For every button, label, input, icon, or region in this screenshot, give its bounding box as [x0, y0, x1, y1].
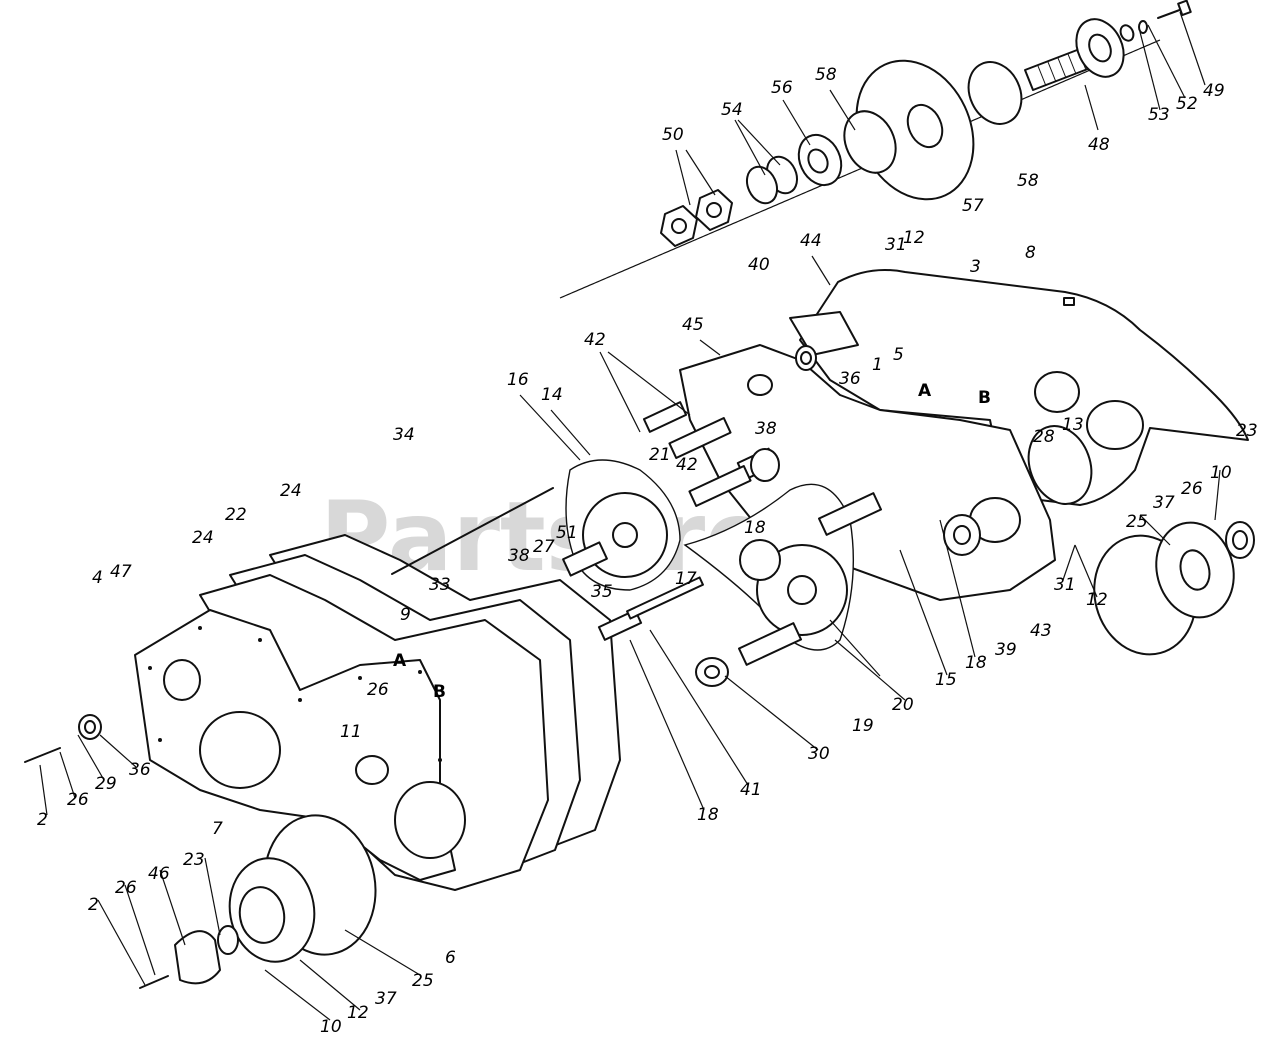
part-callout-2: 2: [88, 895, 99, 915]
part-callout-31: 31: [885, 235, 907, 255]
part-callout-45: 45: [682, 315, 704, 335]
part-callout-20: 20: [892, 695, 914, 715]
part-callout-18: 18: [965, 653, 987, 673]
part-callout-A: A: [918, 381, 932, 401]
part-callout-50: 50: [662, 125, 684, 145]
part-callout-A: A: [393, 651, 407, 671]
part-callout-10: 10: [320, 1017, 342, 1037]
part-callout-26: 26: [67, 790, 89, 810]
part-callout-18: 18: [744, 518, 766, 538]
part-callout-42: 42: [584, 330, 606, 350]
part-callout-35: 35: [591, 582, 613, 602]
right-cover-plate: [799, 269, 1249, 506]
part-callout-22: 22: [225, 505, 247, 525]
part-callout-26: 26: [367, 680, 389, 700]
part-callout-11: 11: [340, 722, 362, 742]
part-callout-48: 48: [1088, 135, 1110, 155]
part-callout-38: 38: [508, 546, 530, 566]
part-callout-58: 58: [1017, 171, 1039, 191]
part-callout-36: 36: [839, 369, 861, 389]
part-callout-26: 26: [1181, 479, 1203, 499]
part-callout-5: 5: [893, 345, 904, 365]
part-callout-54: 54: [721, 100, 743, 120]
part-callout-29: 29: [95, 774, 117, 794]
part-callout-47: 47: [110, 562, 132, 582]
part-callout-23: 23: [183, 850, 205, 870]
part-callout-26: 26: [115, 878, 137, 898]
part-callout-6: 6: [445, 948, 456, 968]
part-callout-46: 46: [148, 864, 170, 884]
part-callout-37: 37: [375, 989, 397, 1009]
part-callout-25: 25: [412, 971, 434, 991]
part-callout-38: 38: [755, 419, 777, 439]
part-callout-31: 31: [1054, 575, 1076, 595]
part-callout-4: 4: [92, 568, 103, 588]
part-callout-18: 18: [697, 805, 719, 825]
part-callout-B: B: [433, 682, 446, 702]
part-callout-56: 56: [771, 78, 793, 98]
part-callout-13: 13: [1062, 415, 1084, 435]
part-callout-53: 53: [1148, 105, 1170, 125]
part-callout-33: 33: [429, 575, 451, 595]
part-callout-40: 40: [748, 255, 770, 275]
leader-lines: [39, 11, 1221, 1021]
part-callout-21: 21: [649, 445, 671, 465]
part-callout-16: 16: [507, 370, 529, 390]
part-callout-24: 24: [280, 481, 302, 501]
chain-drive: [562, 401, 981, 687]
part-callout-39: 39: [995, 640, 1017, 660]
part-callout-57: 57: [962, 196, 984, 216]
part-callout-12: 12: [903, 228, 925, 248]
part-callout-43: 43: [1030, 621, 1052, 641]
part-callout-9: 9: [400, 605, 411, 625]
part-callout-28: 28: [1033, 427, 1055, 447]
part-callout-15: 15: [935, 670, 957, 690]
part-callout-7: 7: [212, 819, 223, 839]
part-callout-25: 25: [1126, 512, 1148, 532]
part-callout-12: 12: [347, 1003, 369, 1023]
part-callout-37: 37: [1153, 493, 1175, 513]
part-callout-3: 3: [970, 257, 981, 277]
part-callout-52: 52: [1176, 94, 1198, 114]
part-callout-19: 19: [852, 716, 874, 736]
part-callout-30: 30: [808, 744, 830, 764]
part-callout-41: 41: [740, 780, 762, 800]
part-callout-44: 44: [800, 231, 822, 251]
part-callout-42: 42: [676, 455, 698, 475]
part-callout-14: 14: [541, 385, 563, 405]
part-callout-17: 17: [675, 569, 697, 589]
part-callout-23: 23: [1236, 421, 1258, 441]
part-callout-51: 51: [556, 523, 578, 543]
part-callout-2: 2: [37, 810, 48, 830]
part-callout-58: 58: [815, 65, 837, 85]
right-hub: [1093, 521, 1255, 656]
part-callout-27: 27: [533, 537, 555, 557]
part-callout-12: 12: [1086, 590, 1108, 610]
part-callout-49: 49: [1203, 81, 1225, 101]
part-callout-34: 34: [393, 425, 415, 445]
left-housings: [134, 487, 621, 891]
part-callout-36: 36: [129, 760, 151, 780]
part-callout-1: 1: [872, 355, 883, 375]
left-hub: [24, 714, 377, 989]
part-callout-10: 10: [1210, 463, 1232, 483]
part-callout-24: 24: [192, 528, 214, 548]
part-callout-B: B: [978, 388, 991, 408]
part-callout-8: 8: [1025, 243, 1036, 263]
